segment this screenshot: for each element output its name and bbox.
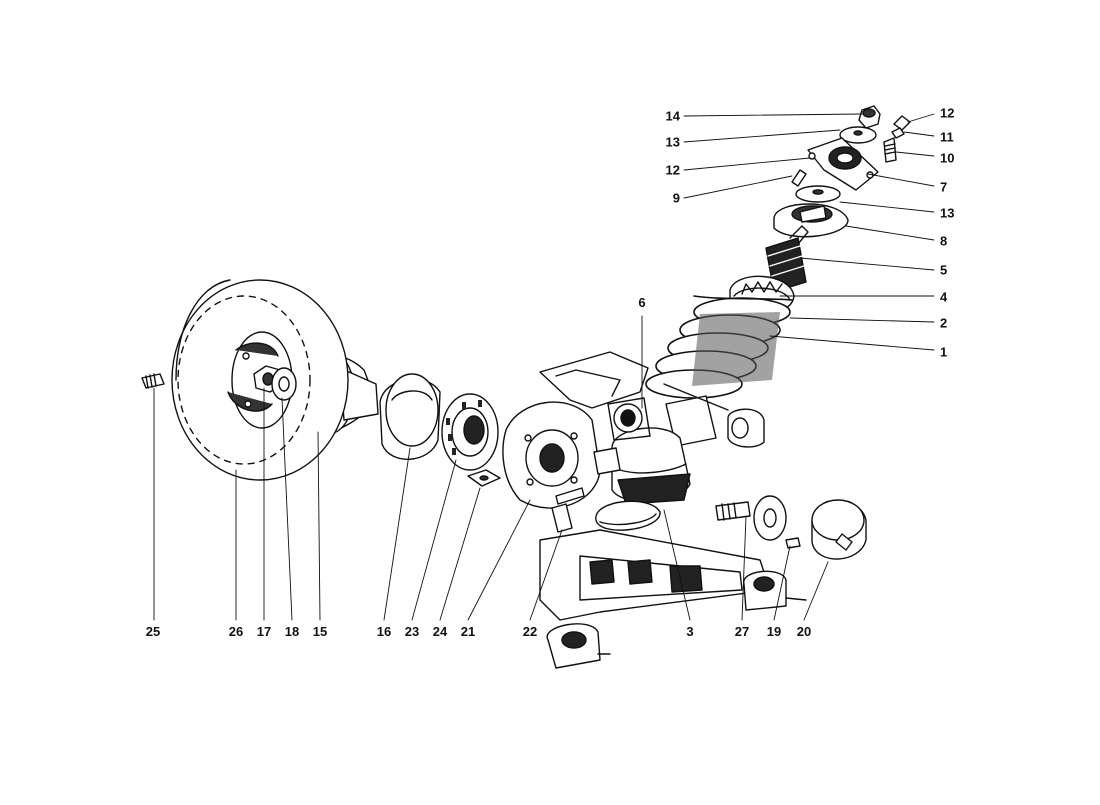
mount-washer-lower bbox=[796, 186, 840, 202]
spring-seat-upper bbox=[774, 204, 848, 237]
callout-16: 16 bbox=[376, 624, 392, 639]
stud-bolt-right bbox=[884, 116, 910, 162]
top-washer-part bbox=[840, 127, 876, 143]
callout-19: 19 bbox=[766, 624, 782, 639]
hub-carrier-upright bbox=[503, 352, 648, 508]
dust-shield bbox=[380, 374, 440, 459]
callout-1: 1 bbox=[940, 344, 948, 360]
callout-14-upper: 14 bbox=[665, 108, 680, 124]
callout-12-right: 12 bbox=[940, 105, 955, 121]
upper-wishbone-bush bbox=[664, 384, 764, 447]
leader-lines bbox=[154, 114, 934, 620]
shock-bushing bbox=[608, 398, 650, 440]
top-nut-part bbox=[859, 106, 880, 128]
callout-2: 2 bbox=[940, 315, 948, 331]
callout-9: 9 bbox=[672, 190, 680, 206]
callout-17: 17 bbox=[256, 624, 272, 639]
shock-absorber bbox=[596, 396, 716, 530]
steering-arm-bolt bbox=[552, 488, 584, 532]
callout-4: 4 bbox=[940, 289, 948, 305]
thrust-washer bbox=[272, 368, 296, 400]
callout-15: 15 bbox=[312, 624, 328, 639]
callout-8: 8 bbox=[940, 233, 948, 249]
callout-3: 3 bbox=[686, 624, 694, 639]
callout-13-upper: 13 bbox=[665, 134, 680, 150]
grease-cap bbox=[812, 500, 866, 559]
callout-22: 22 bbox=[522, 624, 538, 639]
wheel-bearing bbox=[442, 394, 498, 470]
callout-20: 20 bbox=[796, 624, 812, 639]
callout-27: 27 bbox=[734, 624, 750, 639]
bearing-spacer bbox=[468, 470, 500, 486]
callout-18: 18 bbox=[284, 624, 300, 639]
small-pin bbox=[786, 538, 800, 548]
callout-10: 10 bbox=[940, 150, 955, 166]
callout-11: 11 bbox=[940, 129, 954, 145]
callout-23: 23 bbox=[404, 624, 420, 639]
lower-wishbone bbox=[540, 530, 806, 668]
callout-24: 24 bbox=[432, 624, 448, 639]
callout-26: 26 bbox=[228, 624, 244, 639]
callout-6: 6 bbox=[638, 295, 646, 310]
callout-12-left: 12 bbox=[665, 162, 680, 178]
pivot-pin bbox=[716, 496, 786, 540]
wheel-stud bbox=[142, 374, 164, 388]
upper-mount-plate bbox=[808, 138, 878, 190]
callout-7: 7 bbox=[940, 179, 948, 195]
callout-21: 21 bbox=[460, 624, 476, 639]
callout-25: 25 bbox=[145, 624, 161, 639]
callout-13-right: 13 bbox=[940, 205, 955, 221]
mount-stud-left bbox=[792, 170, 806, 186]
callout-5: 5 bbox=[940, 262, 948, 278]
coil-spring bbox=[646, 296, 792, 398]
